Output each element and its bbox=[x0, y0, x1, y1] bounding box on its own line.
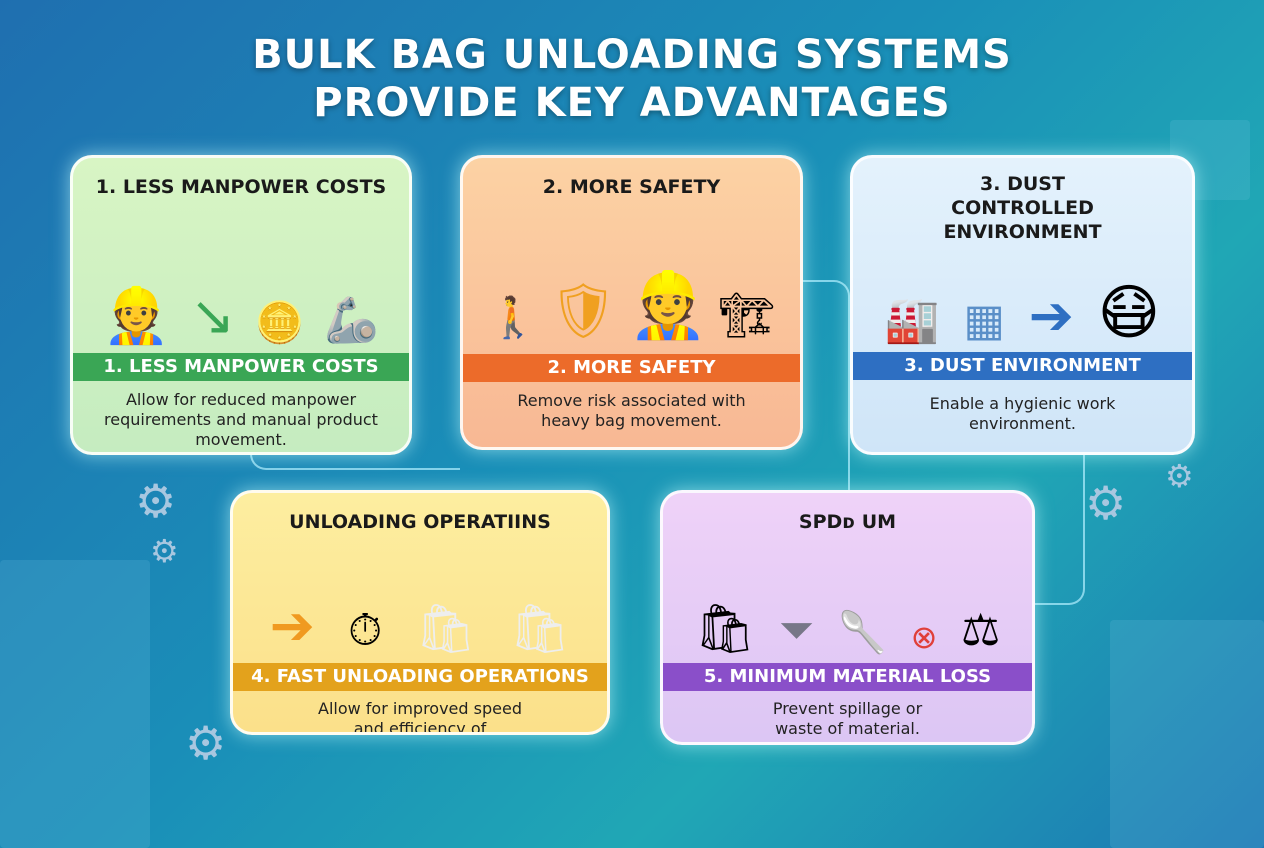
down-arrow-icon: ↘ bbox=[189, 284, 236, 347]
factory-silhouette-left bbox=[0, 560, 150, 848]
card-heading: 2. MORE SAFETY bbox=[542, 176, 721, 198]
card-banner: 4. FAST UNLOADING OPERATIONS bbox=[233, 663, 607, 691]
card-description: Allow for reduced manpower requirements … bbox=[104, 390, 378, 449]
card-description: Enable a hygienic work environment. bbox=[929, 394, 1116, 433]
factory-icon: 🏭 bbox=[884, 295, 940, 346]
conveyor-icon: 🛍 bbox=[509, 601, 571, 657]
filter-icon: ▦ bbox=[963, 295, 1005, 346]
card-heading: 1. LESS MANPOWER COSTS bbox=[95, 176, 387, 198]
gear-icon: ⚙ bbox=[1165, 457, 1194, 495]
card-heading: UNLOADING OPERATIINS bbox=[289, 511, 551, 533]
scale-icon: ⚖ bbox=[960, 605, 1001, 656]
card-heading: 3. DUST CONTROLLED ENVIRONMENT bbox=[943, 173, 1102, 243]
scoop-icon: 🥄 bbox=[837, 610, 888, 656]
card-banner: 3. DUST ENVIRONMENT bbox=[853, 352, 1192, 380]
card-heading: SPDᴅ UM bbox=[798, 511, 897, 533]
funnel-icon: ⏷ bbox=[778, 605, 815, 656]
coins-icon: 🪙 bbox=[254, 300, 305, 346]
pouring-bag-icon: 🛍 bbox=[694, 601, 756, 657]
connector bbox=[1035, 455, 1085, 605]
no-waste-icon: ⊗ bbox=[910, 618, 938, 656]
card-illustration: 🛍 ⏷ 🥄 ⊗ ⚖ bbox=[683, 548, 1012, 653]
workers-icon: 👷 bbox=[102, 284, 171, 347]
card-dust-controlled-environment: 3. DUST CONTROLLED ENVIRONMENT 🏭 ▦ ➔ 😷 3… bbox=[850, 155, 1195, 455]
gear-icon: ⚙ bbox=[150, 532, 179, 570]
hard-hat-worker-icon: 👷 bbox=[628, 269, 708, 343]
shield-icon: 🛡 bbox=[548, 279, 618, 342]
card-banner: 5. MINIMUM MATERIAL LOSS bbox=[663, 663, 1032, 691]
card-illustration: 🚶 🛡 👷 🏗 bbox=[483, 213, 780, 338]
card-fast-unloading-operations: UNLOADING OPERATIINS ➔ ⏱ 🛍 🛍 4. FAST UNL… bbox=[230, 490, 610, 735]
robot-arm-icon: 🦾 bbox=[324, 295, 380, 346]
card-illustration: 🏭 ▦ ➔ 😷 bbox=[873, 228, 1172, 343]
arrow-icon: ➔ bbox=[269, 594, 315, 657]
gear-icon: ⚙ bbox=[1085, 476, 1127, 530]
gear-icon: ⚙ bbox=[135, 474, 177, 528]
card-more-safety: 2. MORE SAFETY 🚶 🛡 👷 🏗 2. MORE SAFETY Re… bbox=[460, 155, 803, 450]
card-illustration: ➔ ⏱ 🛍 🛍 bbox=[253, 548, 587, 657]
card-description: Remove risk associated with heavy bag mo… bbox=[517, 391, 746, 430]
factory-silhouette-right bbox=[1110, 620, 1264, 848]
arrow-icon: ➔ bbox=[1028, 284, 1074, 347]
masked-worker-icon: 😷 bbox=[1097, 278, 1161, 348]
card-minimum-material-loss: SPDᴅ UM 🛍 ⏷ 🥄 ⊗ ⚖ 5. MINIMUM MATERIAL LO… bbox=[660, 490, 1035, 745]
title-line-1: BULK BAG UNLOADING SYSTEMS bbox=[252, 32, 1012, 78]
card-description: Allow for improved speed and efficiency … bbox=[318, 699, 522, 735]
card-less-manpower-costs: 1. LESS MANPOWER COSTS 👷 ↘ 🪙 🦾 1. LESS M… bbox=[70, 155, 412, 455]
bag-unloader-icon: 🏗 bbox=[718, 290, 775, 341]
stopwatch-icon: ⏱ bbox=[347, 605, 383, 656]
card-illustration: 👷 ↘ 🪙 🦾 bbox=[93, 218, 389, 347]
card-description: Prevent spillage or waste of material. bbox=[772, 699, 923, 738]
title-line-2: PROVIDE KEY ADVANTAGES bbox=[313, 80, 951, 126]
worker-cart-icon: 🚶 bbox=[488, 295, 539, 341]
bulk-bags-icon: 🛍 bbox=[415, 601, 477, 657]
card-banner: 1. LESS MANPOWER COSTS bbox=[73, 353, 409, 381]
gear-icon: ⚙ bbox=[185, 716, 227, 770]
card-banner: 2. MORE SAFETY bbox=[463, 354, 800, 382]
